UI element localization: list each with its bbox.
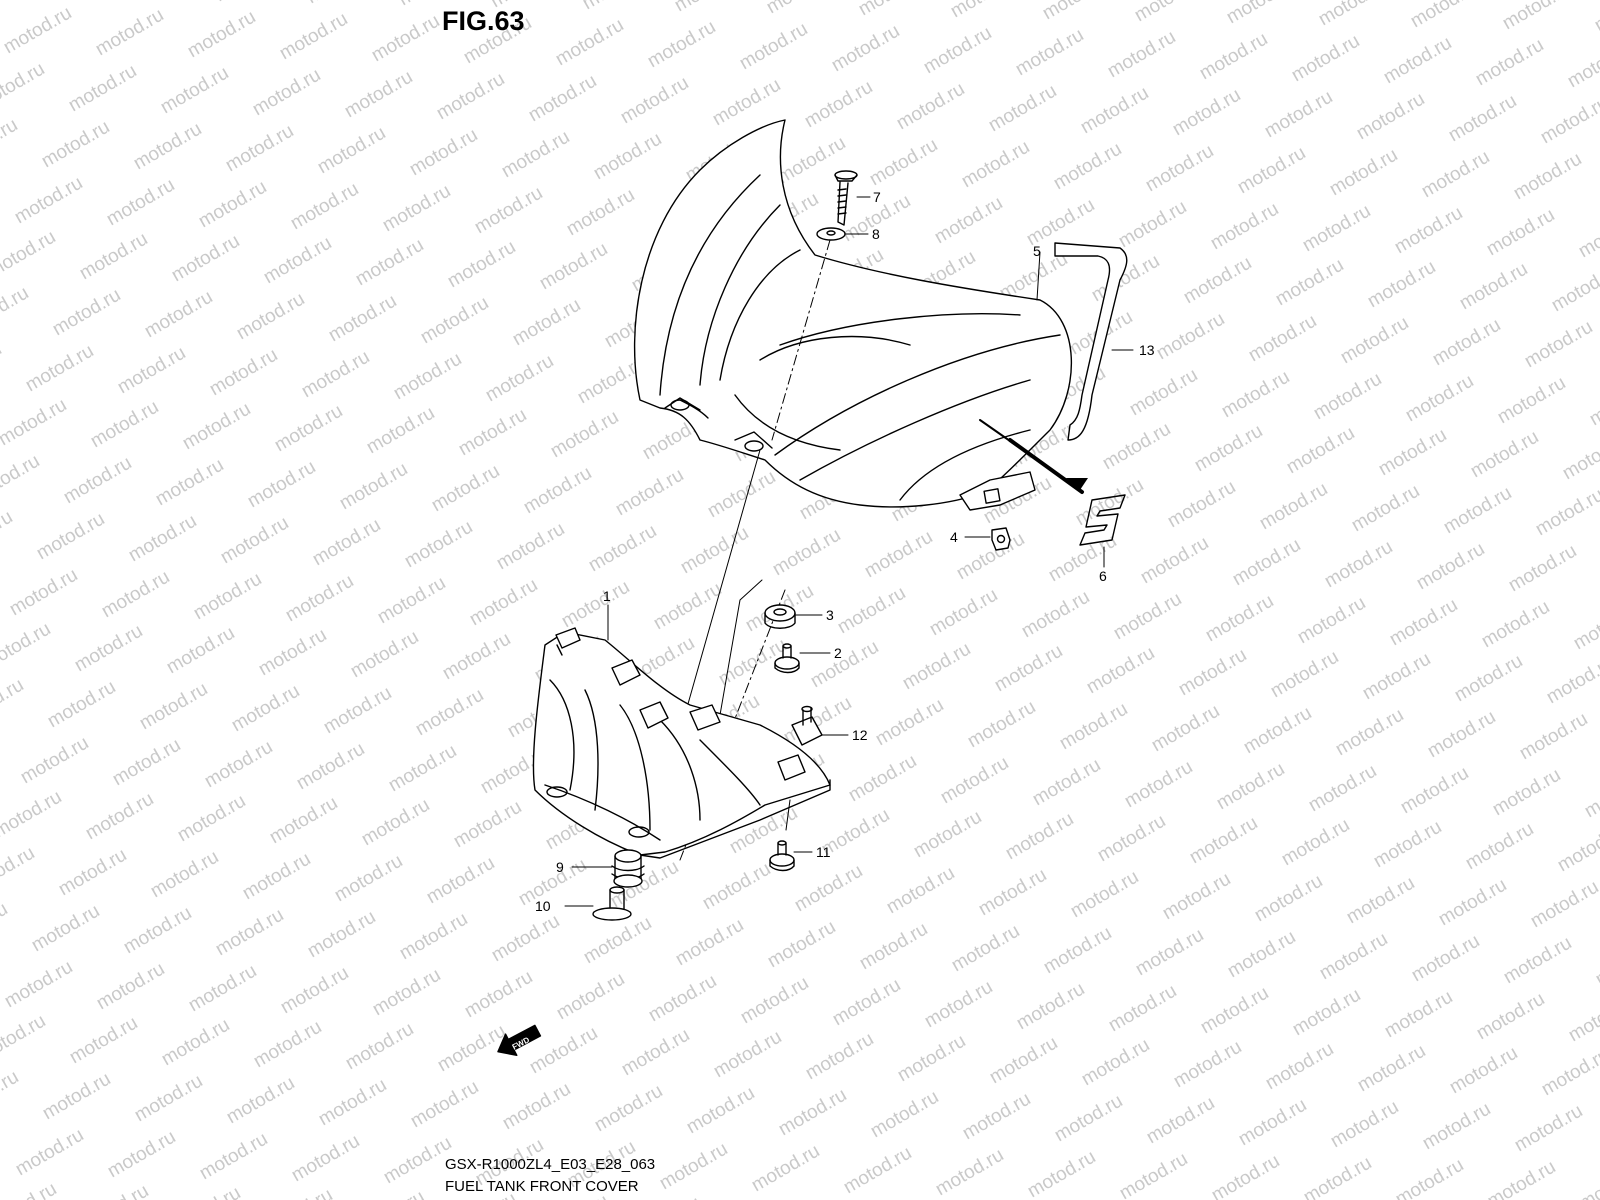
screw-part-7: [834, 170, 858, 226]
collar-part-2: [774, 643, 800, 674]
callout-6: 6: [1099, 568, 1107, 584]
callout-2: 2: [834, 645, 842, 661]
stud-part-12: [791, 705, 823, 746]
emblem-part-6: [1079, 494, 1126, 546]
grommet-part-3: [764, 604, 796, 629]
callout-13: 13: [1139, 342, 1155, 358]
callout-3: 3: [826, 607, 834, 623]
callout-8: 8: [872, 226, 880, 242]
front-cover-part-5: [633, 119, 1073, 511]
callout-5: 5: [1033, 243, 1041, 259]
grommet-part-9: [611, 849, 645, 888]
callout-7: 7: [873, 189, 881, 205]
callout-1: 1: [603, 588, 611, 604]
callout-10: 10: [535, 898, 551, 914]
callout-11: 11: [816, 844, 831, 860]
trim-strip-part-13: [1054, 242, 1128, 441]
clip-nut-part-4: [991, 527, 1011, 551]
figure-title: FIG.63: [442, 6, 525, 36]
callout-12: 12: [852, 727, 868, 743]
fwd-arrow-icon: [497, 1024, 542, 1056]
collar-part-11: [769, 840, 795, 872]
inner-cover-part-1: [532, 627, 831, 859]
diagram-caption: FUEL TANK FRONT COVER: [445, 1178, 639, 1195]
callout-leaders: [564, 196, 1134, 907]
collar-part-10: [592, 886, 632, 921]
callout-4: 4: [950, 529, 958, 545]
model-code: GSX-R1000ZL4_E03_E28_063: [445, 1156, 656, 1173]
washer-part-8: [816, 227, 846, 241]
callout-9: 9: [556, 859, 564, 875]
